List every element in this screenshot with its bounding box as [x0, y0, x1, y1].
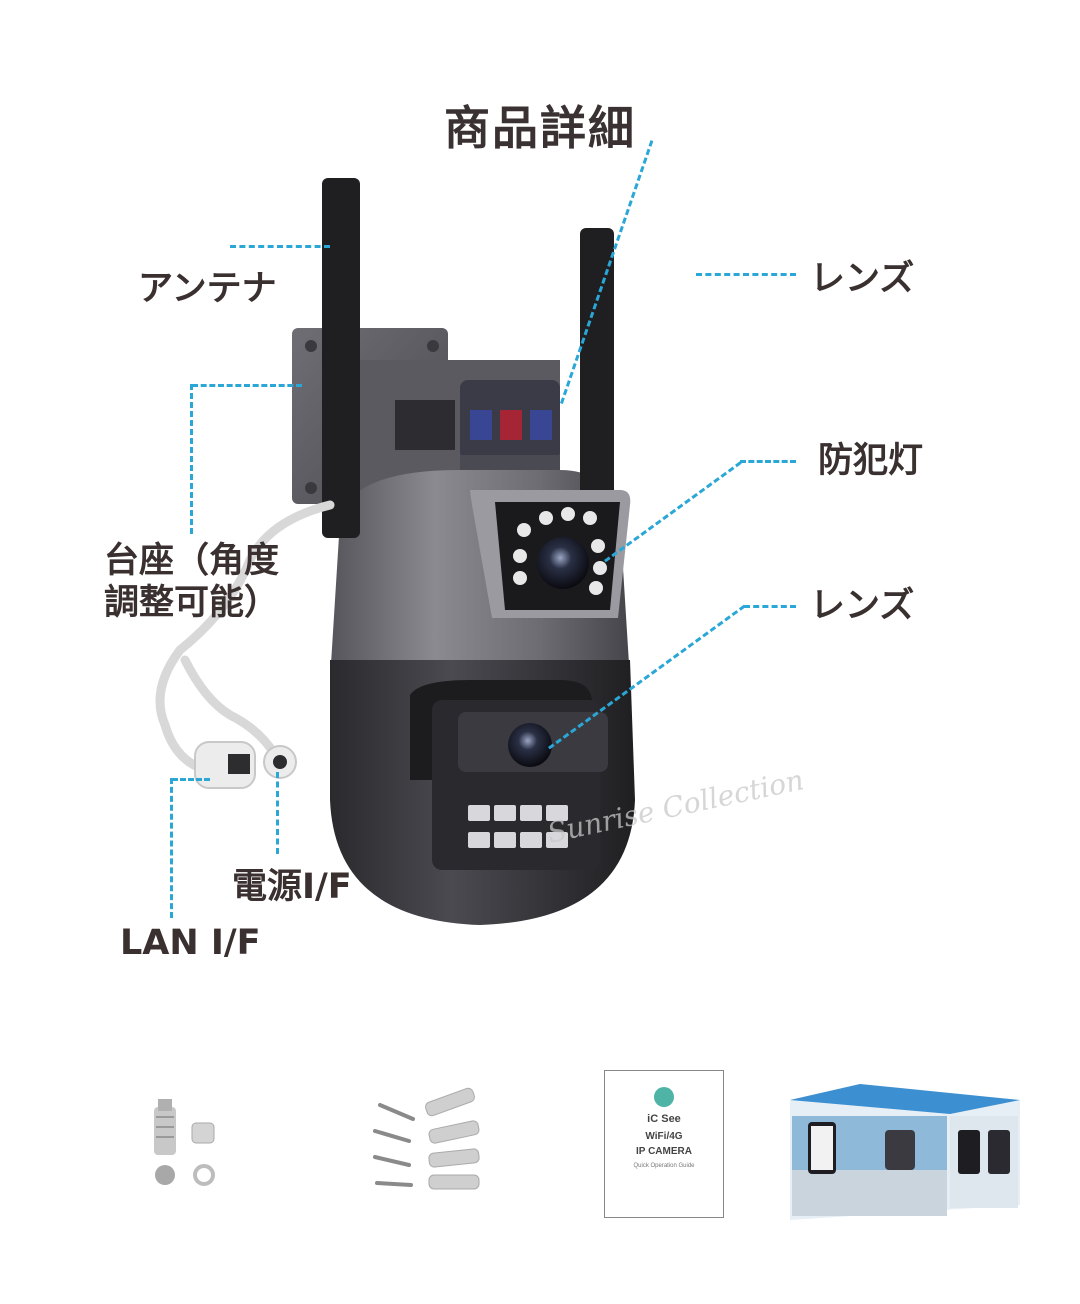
leader-lens-top-h: [696, 273, 796, 276]
leader-antenna: [230, 245, 330, 248]
leader-lens-bottom-h: [744, 605, 796, 608]
manual-subtitle: Quick Operation Guide: [633, 1163, 695, 1169]
manual-brand: iC See: [647, 1113, 681, 1125]
accessory-screws-anchors: [373, 1087, 480, 1190]
leader-mount-v: [190, 384, 193, 534]
accessory-retail-box: [790, 1084, 1020, 1220]
upper-lens-module: [470, 490, 631, 618]
page-title: 商品詳細: [444, 101, 636, 155]
connectors: [194, 741, 297, 789]
antenna-left: [322, 178, 360, 538]
camera-illustration: [155, 178, 635, 925]
leader-crime-light-h: [740, 460, 796, 463]
leader-lan-h: [172, 778, 210, 781]
label-lens-bottom: レンズ: [810, 586, 915, 626]
manual-line2: IP CAMERA: [636, 1146, 692, 1157]
label-power-if: 電源I/F: [232, 867, 352, 907]
siren-light: [460, 380, 560, 473]
leader-mount-h: [192, 384, 302, 387]
antenna-right: [580, 228, 614, 528]
label-lan-if: LAN I/F: [120, 923, 261, 963]
label-mount-line1: 台座（角度: [104, 541, 280, 581]
accessory-connector-kit: [154, 1099, 215, 1186]
cable: [155, 500, 335, 775]
lower-lens-module: [410, 680, 608, 870]
manual-logo-icon: [654, 1087, 674, 1107]
label-lens-top: レンズ: [810, 259, 915, 299]
label-mount-line2: 調整可能）: [104, 583, 280, 623]
leader-power-v: [276, 772, 279, 854]
accessory-quick-guide: iC See WiFi/4G IP CAMERA Quick Operation…: [604, 1070, 724, 1218]
label-antenna: アンテナ: [138, 269, 277, 309]
manual-line1: WiFi/4G: [645, 1131, 683, 1142]
leader-lan-v: [170, 778, 173, 918]
label-crime-light: 防犯灯: [818, 441, 924, 481]
